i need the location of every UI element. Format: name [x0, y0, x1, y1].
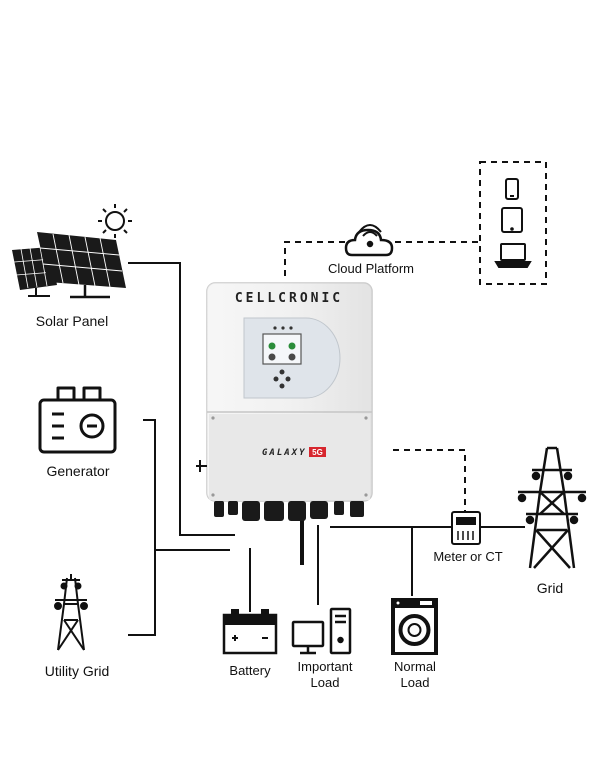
battery-icon: [222, 609, 278, 655]
lcd-screen: [262, 333, 302, 365]
solar-line: [128, 262, 235, 536]
normal-load-label-line1: Normal: [394, 659, 436, 674]
connection-lines: [128, 262, 525, 636]
important-load-label: Important Load: [282, 659, 368, 691]
cloud-icon: [344, 224, 394, 257]
inverter-model: GALAXY: [262, 448, 307, 458]
phone-icon: [505, 178, 519, 200]
inverter: CELLCRONIC GALAXY 5G: [196, 282, 373, 521]
generator-label: Generator: [46, 463, 110, 479]
utility-grid-line: [128, 549, 230, 636]
tablet-icon: [501, 207, 523, 233]
generator-icon: [38, 386, 117, 454]
inverter-to-meter-line: [393, 449, 466, 512]
solar-panel-label: Solar Panel: [35, 313, 109, 329]
cloud-to-inverter-line: [284, 241, 345, 280]
generator-line: [143, 419, 156, 550]
inverter-model-badge: 5G: [312, 448, 323, 457]
laptop-icon: [494, 243, 532, 268]
grid-tower-icon: [517, 446, 587, 569]
computer-icon: [291, 607, 352, 655]
utility-grid-label: Utility Grid: [44, 663, 110, 679]
meter-icon: [451, 511, 481, 545]
cloud-platform-label: Cloud Platform: [328, 261, 414, 276]
model-badge-bg: [309, 447, 326, 457]
control-buttons: [273, 326, 293, 389]
devices-box: [479, 161, 547, 285]
grid-label: Grid: [536, 580, 564, 596]
dashed-lines: [284, 161, 547, 512]
inverter-brand: CELLCRONIC: [235, 291, 343, 306]
cable-glands: [214, 501, 364, 521]
sun-icon: [98, 204, 132, 238]
important-load-label-line1: Important: [297, 659, 353, 674]
battery-label: Battery: [229, 663, 271, 678]
meter-label: Meter or CT: [433, 549, 503, 564]
normal-load-label-line2: Load: [400, 675, 430, 690]
solar-panel-icon: [12, 232, 126, 299]
normal-load-label: Normal Load: [380, 659, 450, 691]
important-load-label-line2: Load: [310, 675, 340, 690]
utility-grid-tower-icon: [54, 574, 88, 651]
washing-machine-icon: [391, 598, 438, 655]
